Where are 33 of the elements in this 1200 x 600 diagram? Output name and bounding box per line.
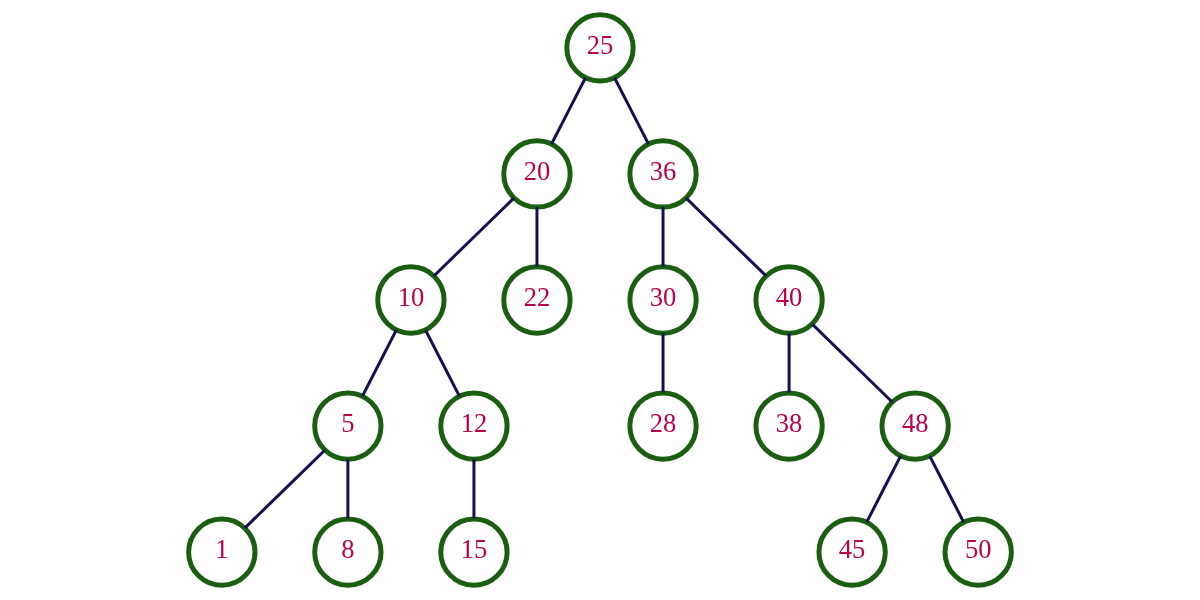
node-circle: 28 (627, 390, 699, 462)
connector (243, 449, 326, 530)
node-circle: 15 (438, 516, 510, 588)
node-circle: 38 (753, 390, 825, 462)
connector (811, 323, 894, 404)
connector (535, 207, 539, 267)
connector (685, 197, 768, 278)
node-circle: 8 (312, 516, 384, 588)
node-circle: 12 (438, 390, 510, 462)
connector (424, 329, 461, 397)
connector (613, 77, 650, 145)
connector (432, 197, 515, 278)
node-circle: 36 (627, 138, 699, 210)
node-circle: 10 (375, 264, 447, 336)
node-circle: 48 (879, 390, 951, 462)
node-circle: 5 (312, 390, 384, 462)
connector (661, 207, 665, 267)
connector (865, 455, 902, 523)
connector (661, 333, 665, 393)
node-circle: 25 (564, 12, 636, 84)
connector (787, 333, 791, 393)
connector (346, 459, 350, 519)
connector (361, 329, 398, 397)
node-circle: 22 (501, 264, 573, 336)
connector (928, 455, 965, 523)
connector (472, 459, 476, 519)
node-circle: 20 (501, 138, 573, 210)
node-circle: 30 (627, 264, 699, 336)
connector (550, 77, 587, 145)
node-circle: 40 (753, 264, 825, 336)
node-circle: 1 (186, 516, 258, 588)
node-circle: 45 (816, 516, 888, 588)
node-circle: 50 (942, 516, 1014, 588)
